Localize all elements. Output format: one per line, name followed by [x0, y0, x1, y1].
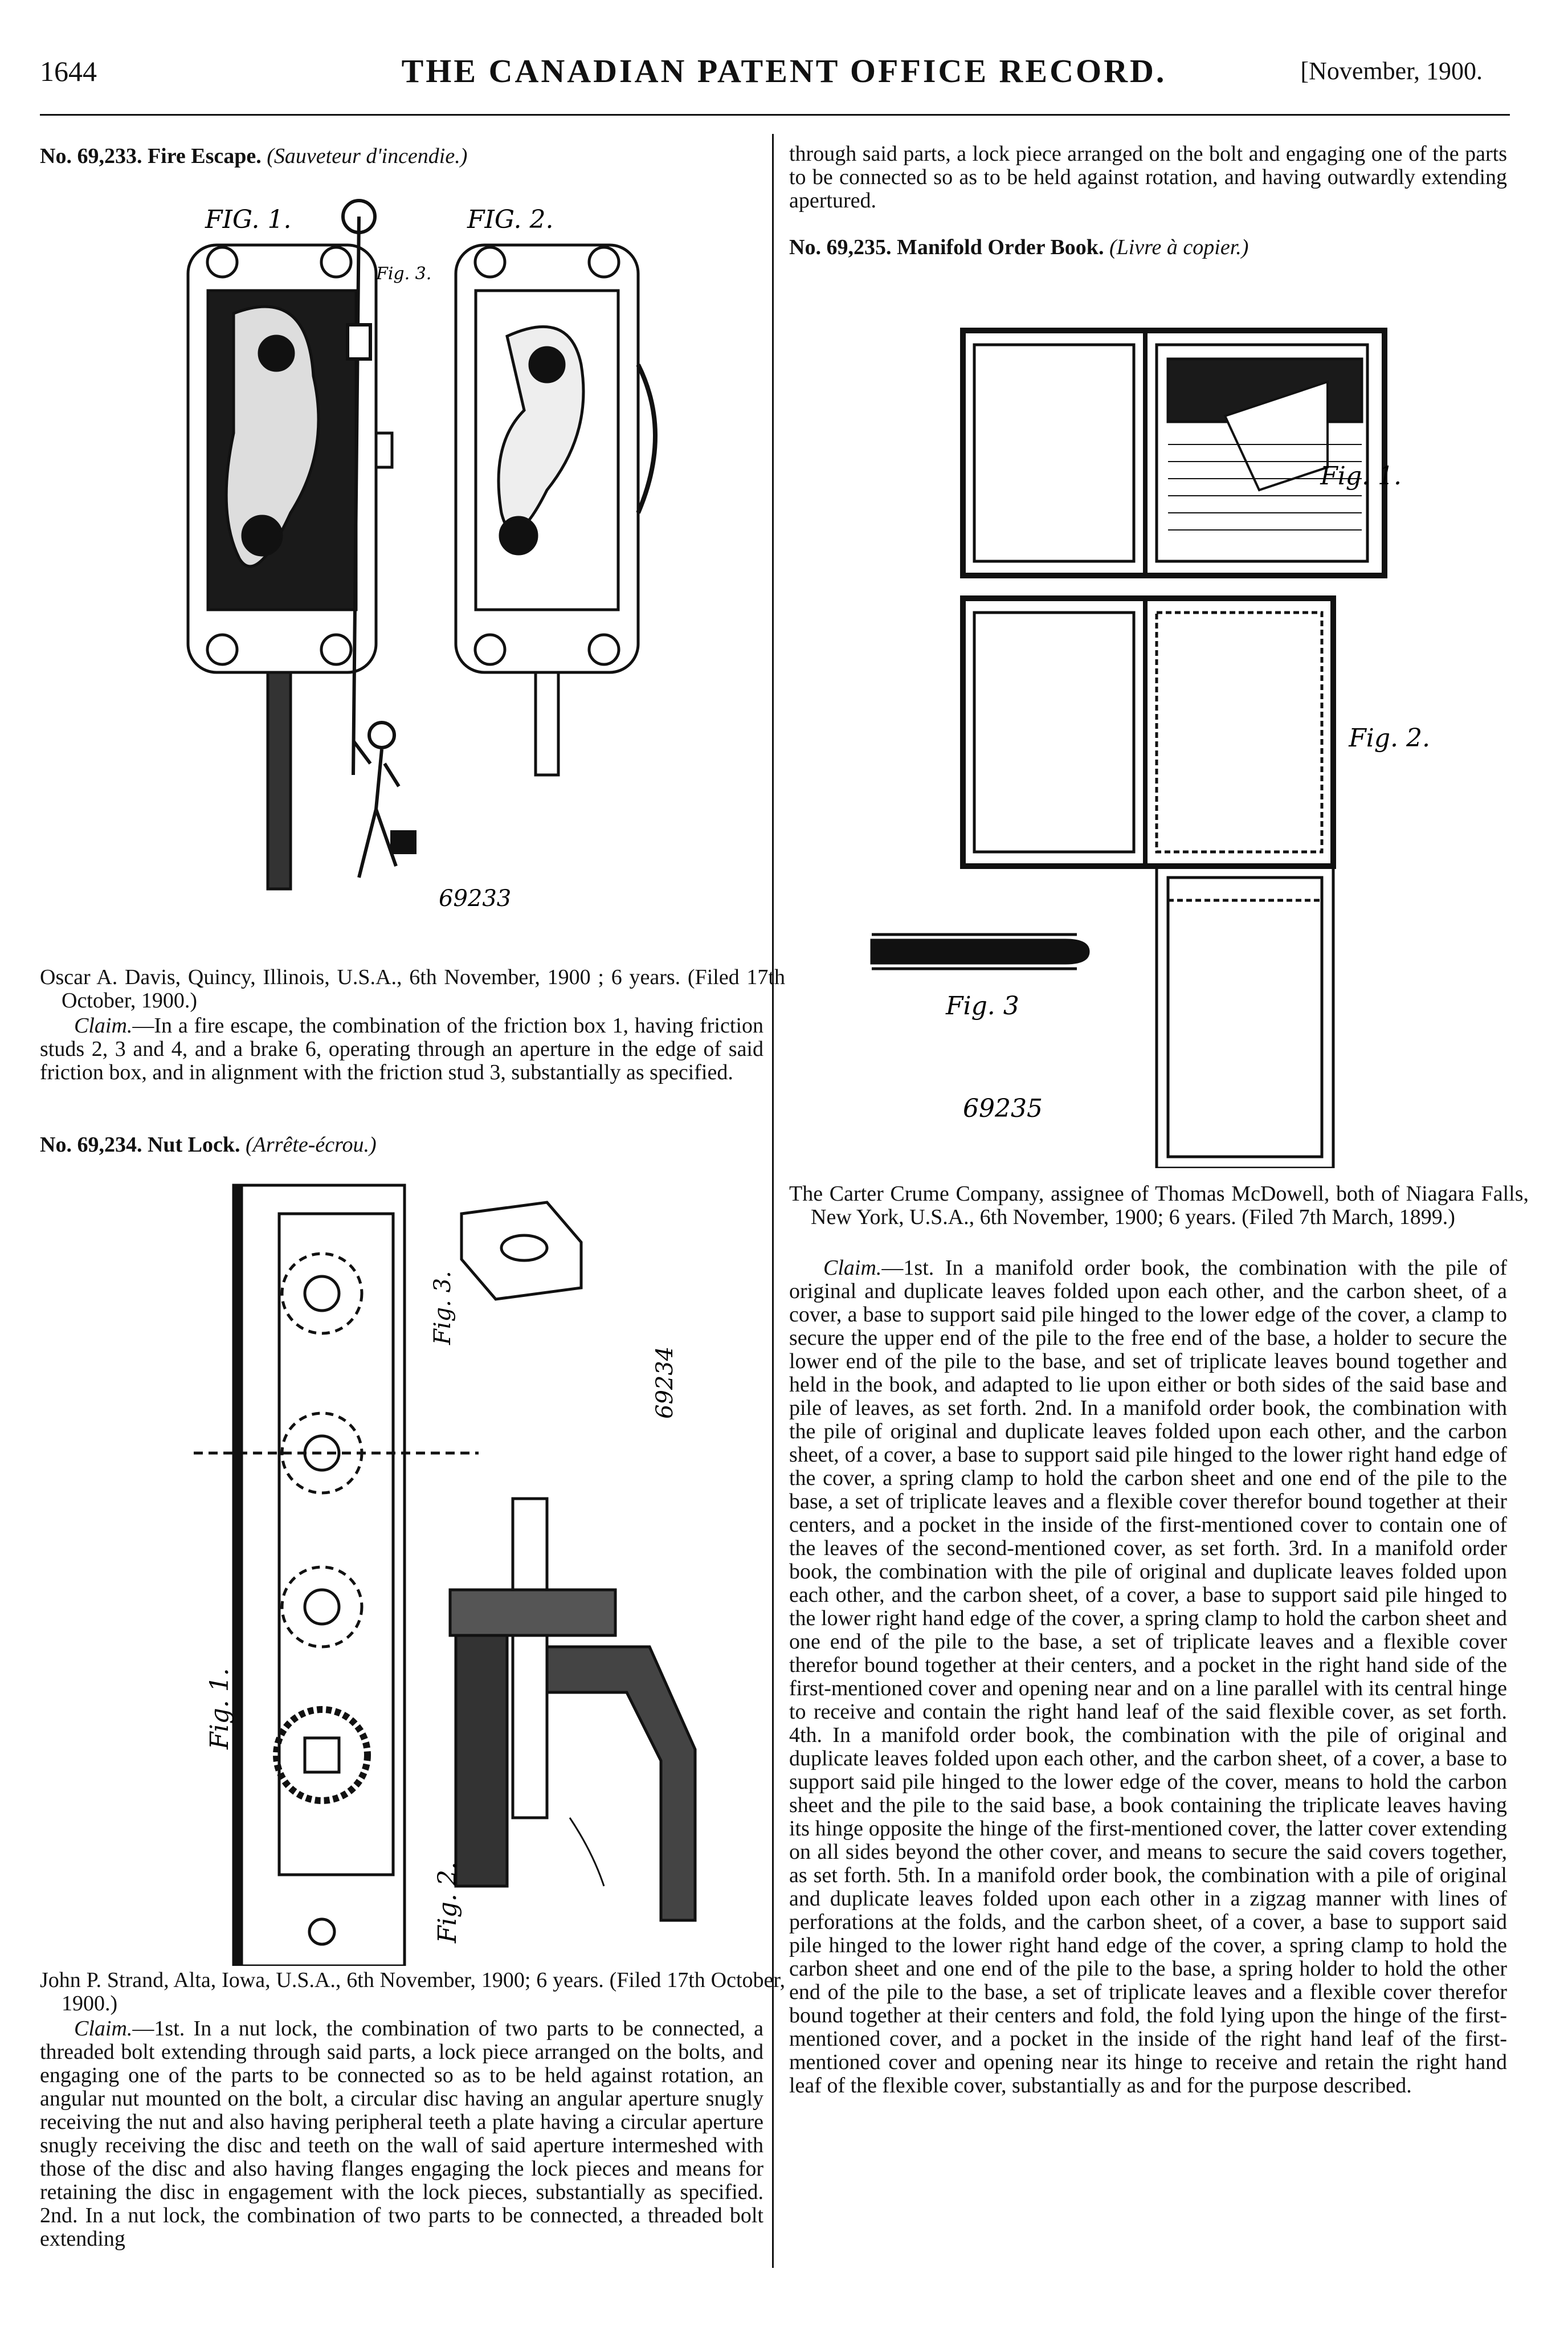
fig-stamp-number: 69233 [439, 886, 511, 912]
fig3-label: Fig. 3 [945, 991, 1019, 1021]
fig3-label: Fig. 3. [375, 264, 431, 284]
page-number: 1644 [40, 55, 97, 87]
fig2-label: FIG. 2. [467, 205, 553, 234]
fig3-label: Fig. 3. [430, 1271, 456, 1345]
patent-french-name: (Arrête-écrou.) [246, 1133, 377, 1157]
manifold-book-drawing: Fig. 1. Fig. 2. Fig. 3 69235 [870, 328, 1430, 1168]
patent-name: Manifold Order Book. [896, 235, 1104, 259]
patent-name: Nut Lock. [147, 1133, 240, 1157]
manifold-book-figure: Fig. 1. Fig. 2. Fig. 3 69235 [860, 296, 1436, 1168]
header-rule [40, 114, 1510, 116]
patent-69233-claim: Claim.—In a fire escape, the combination… [40, 1014, 763, 1084]
fig1-label: Fig. 1. [205, 1668, 234, 1750]
fig2-label: Fig. 2. [433, 1862, 462, 1944]
patent-69233-inventor: Oscar A. Davis, Quincy, Illinois, U.S.A.… [40, 965, 785, 1013]
patent-69233-heading: No. 69,233. Fire Escape. (Sauveteur d'in… [40, 142, 467, 170]
issue-date: [November, 1900. [1300, 57, 1483, 85]
patent-french-name: (Sauveteur d'incendie.) [267, 144, 468, 168]
patent-number: No. 69,234. [40, 1133, 142, 1157]
patent-69234-inventor: John P. Strand, Alta, Iowa, U.S.A., 6th … [40, 1968, 785, 2015]
fig1-label: Fig. 1. [1320, 462, 1402, 491]
patent-69235-heading: No. 69,235. Manifold Order Book. (Livre … [789, 234, 1248, 261]
claim-text: —1st. In a manifold order book, the comb… [789, 1256, 1507, 2098]
patent-number: No. 69,233. [40, 144, 142, 168]
patent-name: Fire Escape. [147, 144, 262, 168]
patent-number: No. 69,235. [789, 235, 892, 259]
column-divider [772, 134, 774, 2268]
claim-label: Claim. [74, 2017, 133, 2041]
fire-escape-drawing: FIG. 1. FIG. 2. Fig. 3. 69233 [186, 199, 658, 912]
patent-69235-claim: Claim.—1st. In a manifold order book, th… [789, 1256, 1507, 2098]
fig1-label: FIG. 1. [205, 205, 291, 234]
patent-69235-inventor: The Carter Crume Company, assignee of Th… [789, 1182, 1529, 1229]
publication-title: THE CANADIAN PATENT OFFICE RECORD. [401, 52, 1167, 89]
patent-69234-claim: Claim.—1st. In a nut lock, the combinati… [40, 2017, 763, 2251]
claim-label: Claim. [823, 1256, 882, 1280]
claim-text: —In a fire escape, the combination of th… [40, 1014, 763, 1084]
fire-escape-figure: FIG. 1. FIG. 2. Fig. 3. 69233 [171, 194, 672, 929]
patent-69234-heading: No. 69,234. Nut Lock. (Arrête-écrou.) [40, 1131, 377, 1158]
claim-label: Claim. [74, 1014, 133, 1038]
fig-stamp-number: 69234 [652, 1346, 678, 1419]
nut-lock-drawing: Fig. 1. Fig. 2. Fig. 3. 69234 [194, 1184, 697, 1966]
fig2-label: Fig. 2. [1348, 724, 1430, 753]
nut-lock-figure: Fig. 1. Fig. 2. Fig. 3. 69234 [194, 1180, 718, 1966]
patent-french-name: (Livre à copier.) [1109, 235, 1249, 259]
nut-lock-claim-continuation: through said parts, a lock piece arrange… [789, 142, 1507, 213]
claim-text: —1st. In a nut lock, the combination of … [40, 2017, 763, 2251]
fig-stamp-number: 69235 [963, 1094, 1043, 1123]
